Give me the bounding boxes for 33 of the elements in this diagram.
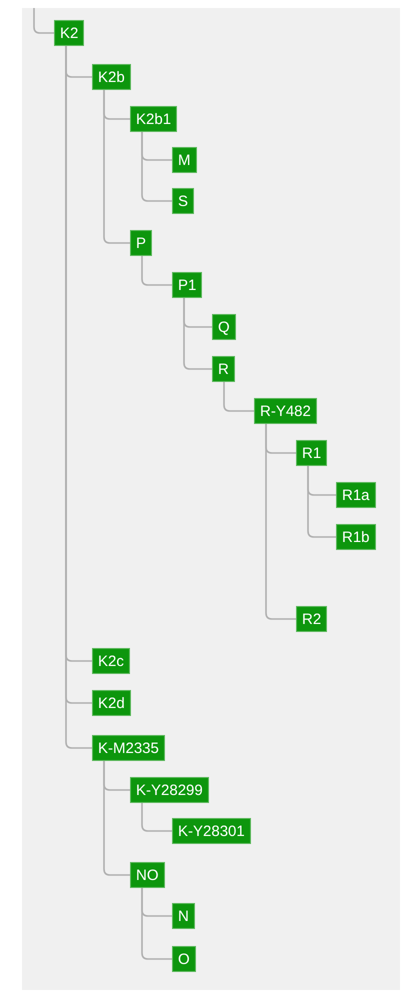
tree-connector [307, 466, 336, 538]
tree-connector [33, 8, 54, 34]
tree-connector [103, 90, 130, 244]
node-label: K2b [92, 64, 131, 90]
node-label: P [130, 230, 152, 256]
node-label: P1 [172, 272, 202, 298]
node-label: R1a [336, 482, 376, 508]
node-label: R2 [296, 606, 328, 632]
node-label: K-Y28301 [172, 818, 251, 844]
node-label: M [172, 147, 196, 173]
node-label: NO [130, 862, 164, 888]
tree-connector [141, 132, 172, 202]
node-label: K2c [92, 648, 130, 674]
tree-connector [141, 256, 172, 286]
node-label: K2d [92, 690, 131, 716]
node-label: O [172, 946, 196, 972]
tree-connector [141, 803, 172, 832]
node-label: K-M2335 [92, 735, 165, 761]
tree-connector [141, 888, 172, 960]
node-label: R [212, 356, 235, 382]
node-label: R1b [336, 524, 376, 550]
node-label: R-Y482 [254, 398, 317, 424]
node-label: K-Y28299 [130, 777, 209, 803]
node-label: N [172, 903, 195, 929]
tree-connector [103, 761, 130, 876]
tree-connector [265, 424, 296, 620]
node-label: S [172, 188, 194, 214]
node-label: K2 [54, 20, 84, 46]
node-label: K2b1 [130, 106, 178, 132]
tree-connector [183, 298, 212, 370]
node-label: Q [212, 314, 236, 340]
node-label: R1 [296, 440, 328, 466]
tree-connector [223, 382, 254, 412]
